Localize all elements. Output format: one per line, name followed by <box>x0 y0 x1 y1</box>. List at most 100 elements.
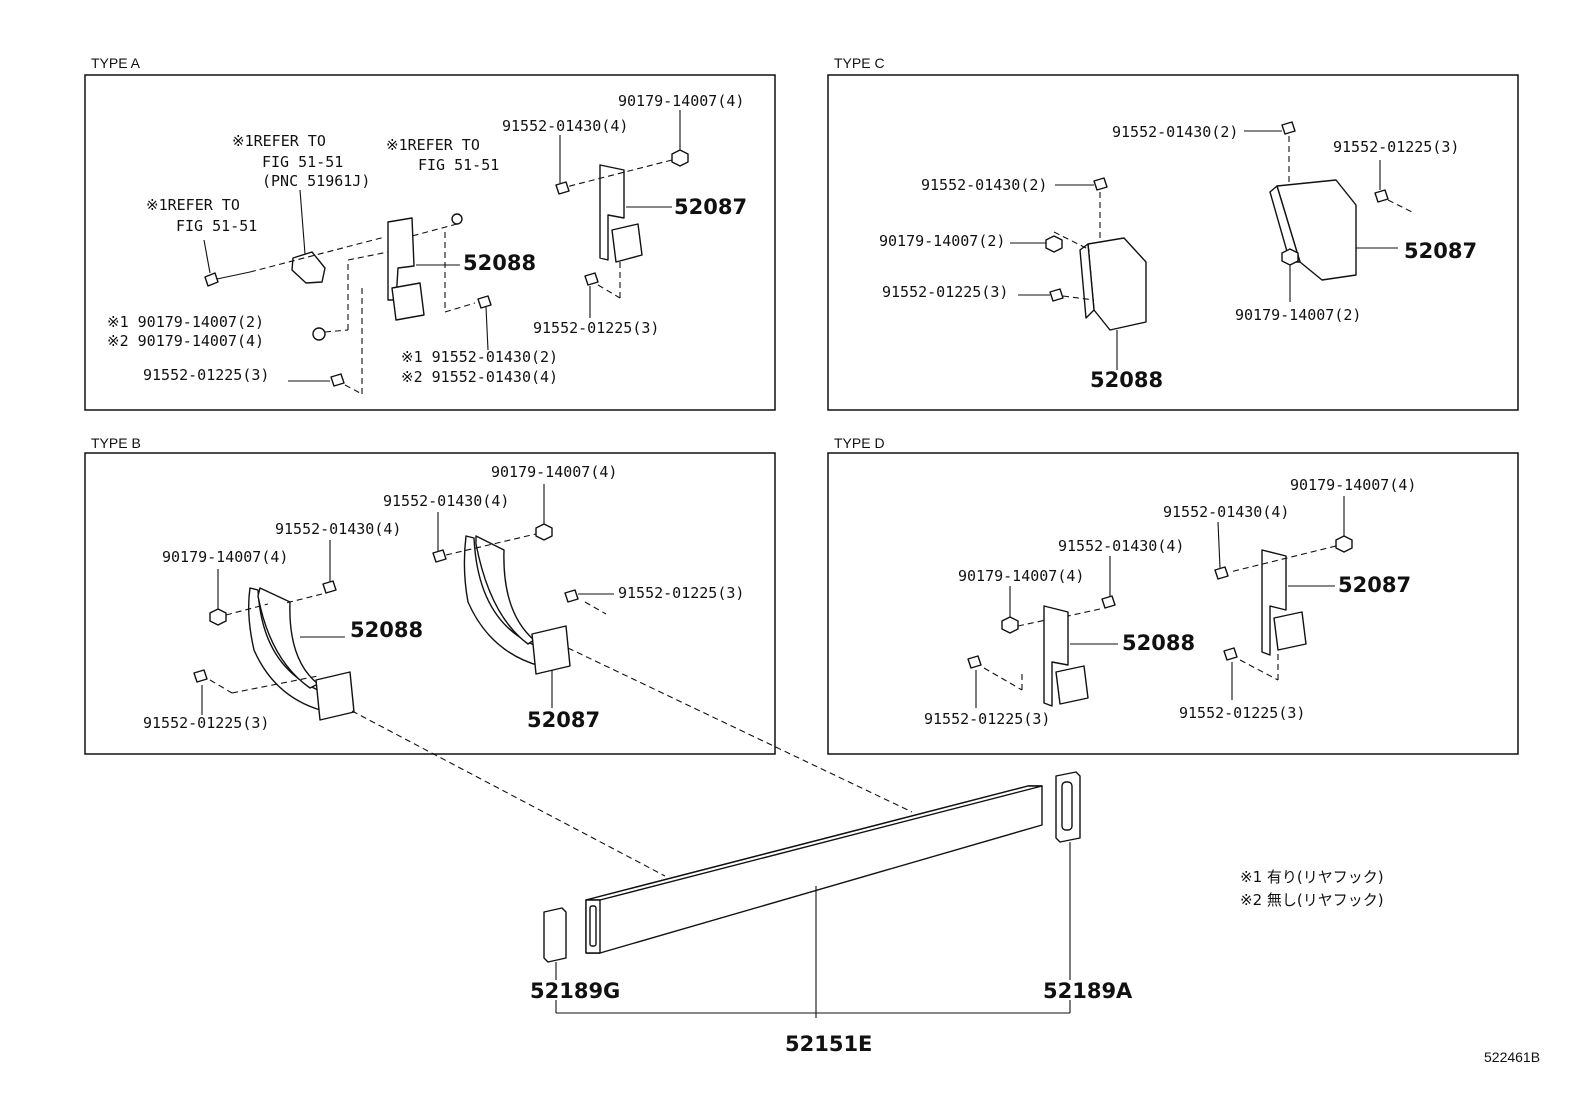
part-number-label: 91552-01430(4) <box>383 492 509 510</box>
bolt-icon <box>477 295 492 309</box>
refer-label: FIG 51-51 <box>418 156 499 174</box>
bolt-icon <box>967 655 982 669</box>
bracket-52087 <box>599 164 625 261</box>
bracket-52087-side <box>475 535 535 645</box>
part-number-label: 91552-01430(4) <box>1058 537 1184 555</box>
part-number-label: 91552-01225(3) <box>533 319 659 337</box>
frame-beam <box>585 785 1043 954</box>
part-number-label: ※1 91552-01430(2) <box>401 348 558 366</box>
footnote-line: ※2 無し(リヤフック) <box>1240 891 1384 909</box>
part-number-label: 52088 <box>463 251 536 275</box>
section-label-type-b: TYPE B <box>91 435 141 451</box>
mounting-plate <box>1055 665 1089 705</box>
refer-label: ※1REFER TO <box>232 132 326 150</box>
part-number-label: 91552-01225(3) <box>143 714 269 732</box>
nut-icon <box>671 149 689 167</box>
part-number-label: 91552-01225(3) <box>1333 138 1459 156</box>
bolt-icon <box>204 272 219 287</box>
part-number-label: 52088 <box>350 618 423 642</box>
leader-line <box>567 647 913 813</box>
part-number-label: 91552-01430(4) <box>1163 503 1289 521</box>
part-number-label: 90179-14007(4) <box>618 92 744 110</box>
part-number-label: 52087 <box>1338 573 1411 597</box>
refer-label: ※1REFER TO <box>386 136 480 154</box>
bolt-icon <box>193 669 208 683</box>
mounting-plate <box>315 671 355 721</box>
bolt-icon <box>330 373 345 387</box>
nut-icon <box>535 523 553 541</box>
part-number-label: 91552-01225(3) <box>618 584 744 602</box>
nut-icon <box>1281 248 1299 266</box>
refer-label: FIG 51-51 <box>176 217 257 235</box>
part-number-label: 91552-01430(4) <box>275 520 401 538</box>
part-number-label: ※2 91552-01430(4) <box>401 368 558 386</box>
part-number-label: 91552-01225(3) <box>143 366 269 384</box>
part-number-label: 91552-01225(3) <box>1179 704 1305 722</box>
figure-id: 522461B <box>1484 1049 1540 1065</box>
bolt-icon <box>564 589 579 603</box>
rear-hook <box>291 251 326 284</box>
bracket-52088 <box>1087 237 1147 331</box>
bolt-icon <box>584 272 599 286</box>
type-c-drawing: 91552-01430(2) 91552-01225(3) 91552-0143… <box>879 121 1477 392</box>
bracket-52088-flange <box>1079 243 1095 319</box>
mounting-plate <box>611 223 643 263</box>
refer-label: (PNC 51961J) <box>262 172 370 190</box>
mounting-plate <box>391 282 425 321</box>
nut-icon <box>1045 235 1063 253</box>
section-label-type-c: TYPE C <box>834 55 885 71</box>
type-d-drawing: 90179-14007(4) 91552-01430(4) 91552-0143… <box>924 476 1416 728</box>
bolt-icon <box>1101 595 1116 609</box>
bolt-icon <box>322 580 337 594</box>
mounting-plate <box>1273 611 1307 651</box>
part-number-label: 52151E <box>785 1032 872 1056</box>
bracket-52087 <box>1261 549 1287 656</box>
frame-beam-slot <box>589 905 597 947</box>
part-number-label: ※1 90179-14007(2) <box>107 313 264 331</box>
section-label-type-d: TYPE D <box>834 435 885 451</box>
part-number-label: 90179-14007(4) <box>1290 476 1416 494</box>
part-number-label: 91552-01225(3) <box>882 283 1008 301</box>
section-label-type-a: TYPE A <box>91 55 141 71</box>
part-number-label: 91552-01430(2) <box>1112 123 1238 141</box>
bolt-icon <box>1049 288 1064 302</box>
bolt-icon <box>555 181 570 195</box>
part-number-label: 52087 <box>527 708 600 732</box>
part-number-label: 52189A <box>1043 979 1133 1003</box>
bolt-icon <box>432 549 447 563</box>
nut-icon <box>1335 535 1353 553</box>
nut-icon <box>312 327 326 341</box>
nut-icon <box>1001 616 1019 634</box>
part-number-label: 90179-14007(2) <box>1235 306 1361 324</box>
bolt-icon <box>1374 189 1389 203</box>
footnote-line: ※1 有り(リヤフック) <box>1240 868 1384 886</box>
bracket-52088 <box>387 217 415 301</box>
section-box-type-a <box>84 74 776 411</box>
bracket-52087 <box>463 535 541 667</box>
part-number-label: 52087 <box>1404 239 1477 263</box>
nut-icon <box>451 213 463 225</box>
section-box-type-c <box>827 74 1519 411</box>
part-number-label: 90179-14007(4) <box>491 463 617 481</box>
type-b-drawing: 90179-14007(4) 91552-01430(4) 91552-0143… <box>143 463 744 732</box>
part-number-label: 91552-01225(3) <box>924 710 1050 728</box>
bolt-icon <box>1214 566 1229 580</box>
bracket-52088 <box>1043 605 1069 707</box>
mounting-plate <box>531 625 571 675</box>
left-end-cap <box>543 907 567 963</box>
bolt-icon <box>1093 177 1108 191</box>
part-number-label: 52087 <box>674 195 747 219</box>
bolt-icon <box>1281 121 1296 135</box>
nut-icon <box>209 608 227 626</box>
part-number-label: 91552-01430(4) <box>502 117 628 135</box>
refer-label: ※1REFER TO <box>146 196 240 214</box>
bolt-icon <box>1223 647 1238 661</box>
type-a-drawing: ※1REFER TO FIG 51-51 (PNC 51961J) ※1REFE… <box>107 92 747 395</box>
part-number-label: 91552-01430(2) <box>921 176 1047 194</box>
section-box-type-d <box>827 452 1519 755</box>
section-box-type-b <box>84 452 776 755</box>
part-number-label: 90179-14007(4) <box>162 548 288 566</box>
part-number-label: 52088 <box>1122 631 1195 655</box>
